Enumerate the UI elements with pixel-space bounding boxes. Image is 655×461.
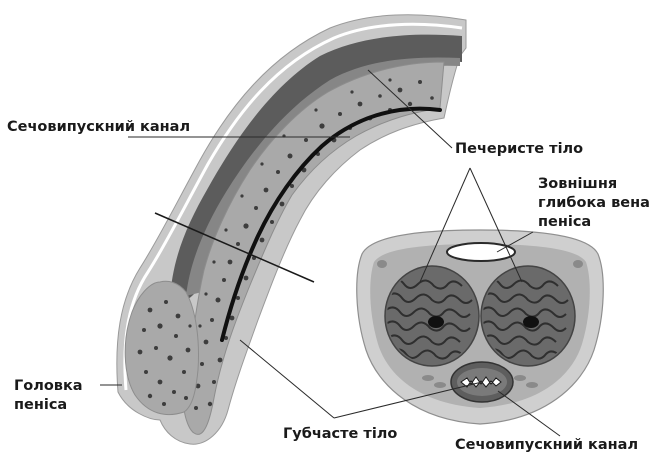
label-deep-vein-line3: пеніса [538, 214, 591, 230]
label-glans-line2: пеніса [14, 397, 67, 413]
label-urethra-bottom: Сечовипускний канал [455, 437, 638, 453]
label-corpus-cavernosum: Печеристе тіло [455, 141, 583, 157]
label-corpus-spongiosum: Губчасте тіло [283, 426, 397, 442]
vein-ellipse [447, 243, 515, 261]
cross-section [357, 230, 603, 424]
central-artery-left [428, 316, 444, 328]
label-urethra-top: Сечовипускний канал [7, 119, 190, 135]
central-artery-right [523, 316, 539, 328]
superficial-vessel-right [573, 260, 583, 268]
vessel-small [514, 375, 526, 381]
vessel-small [434, 382, 446, 388]
label-glans-line1: Головка [14, 378, 83, 394]
label-deep-vein-line1: Зовнішня [538, 176, 617, 192]
vessel-small [422, 375, 434, 381]
superficial-vessel-left [377, 260, 387, 268]
vessel-small [526, 382, 538, 388]
label-deep-vein-line2: глибока вена [538, 195, 650, 211]
